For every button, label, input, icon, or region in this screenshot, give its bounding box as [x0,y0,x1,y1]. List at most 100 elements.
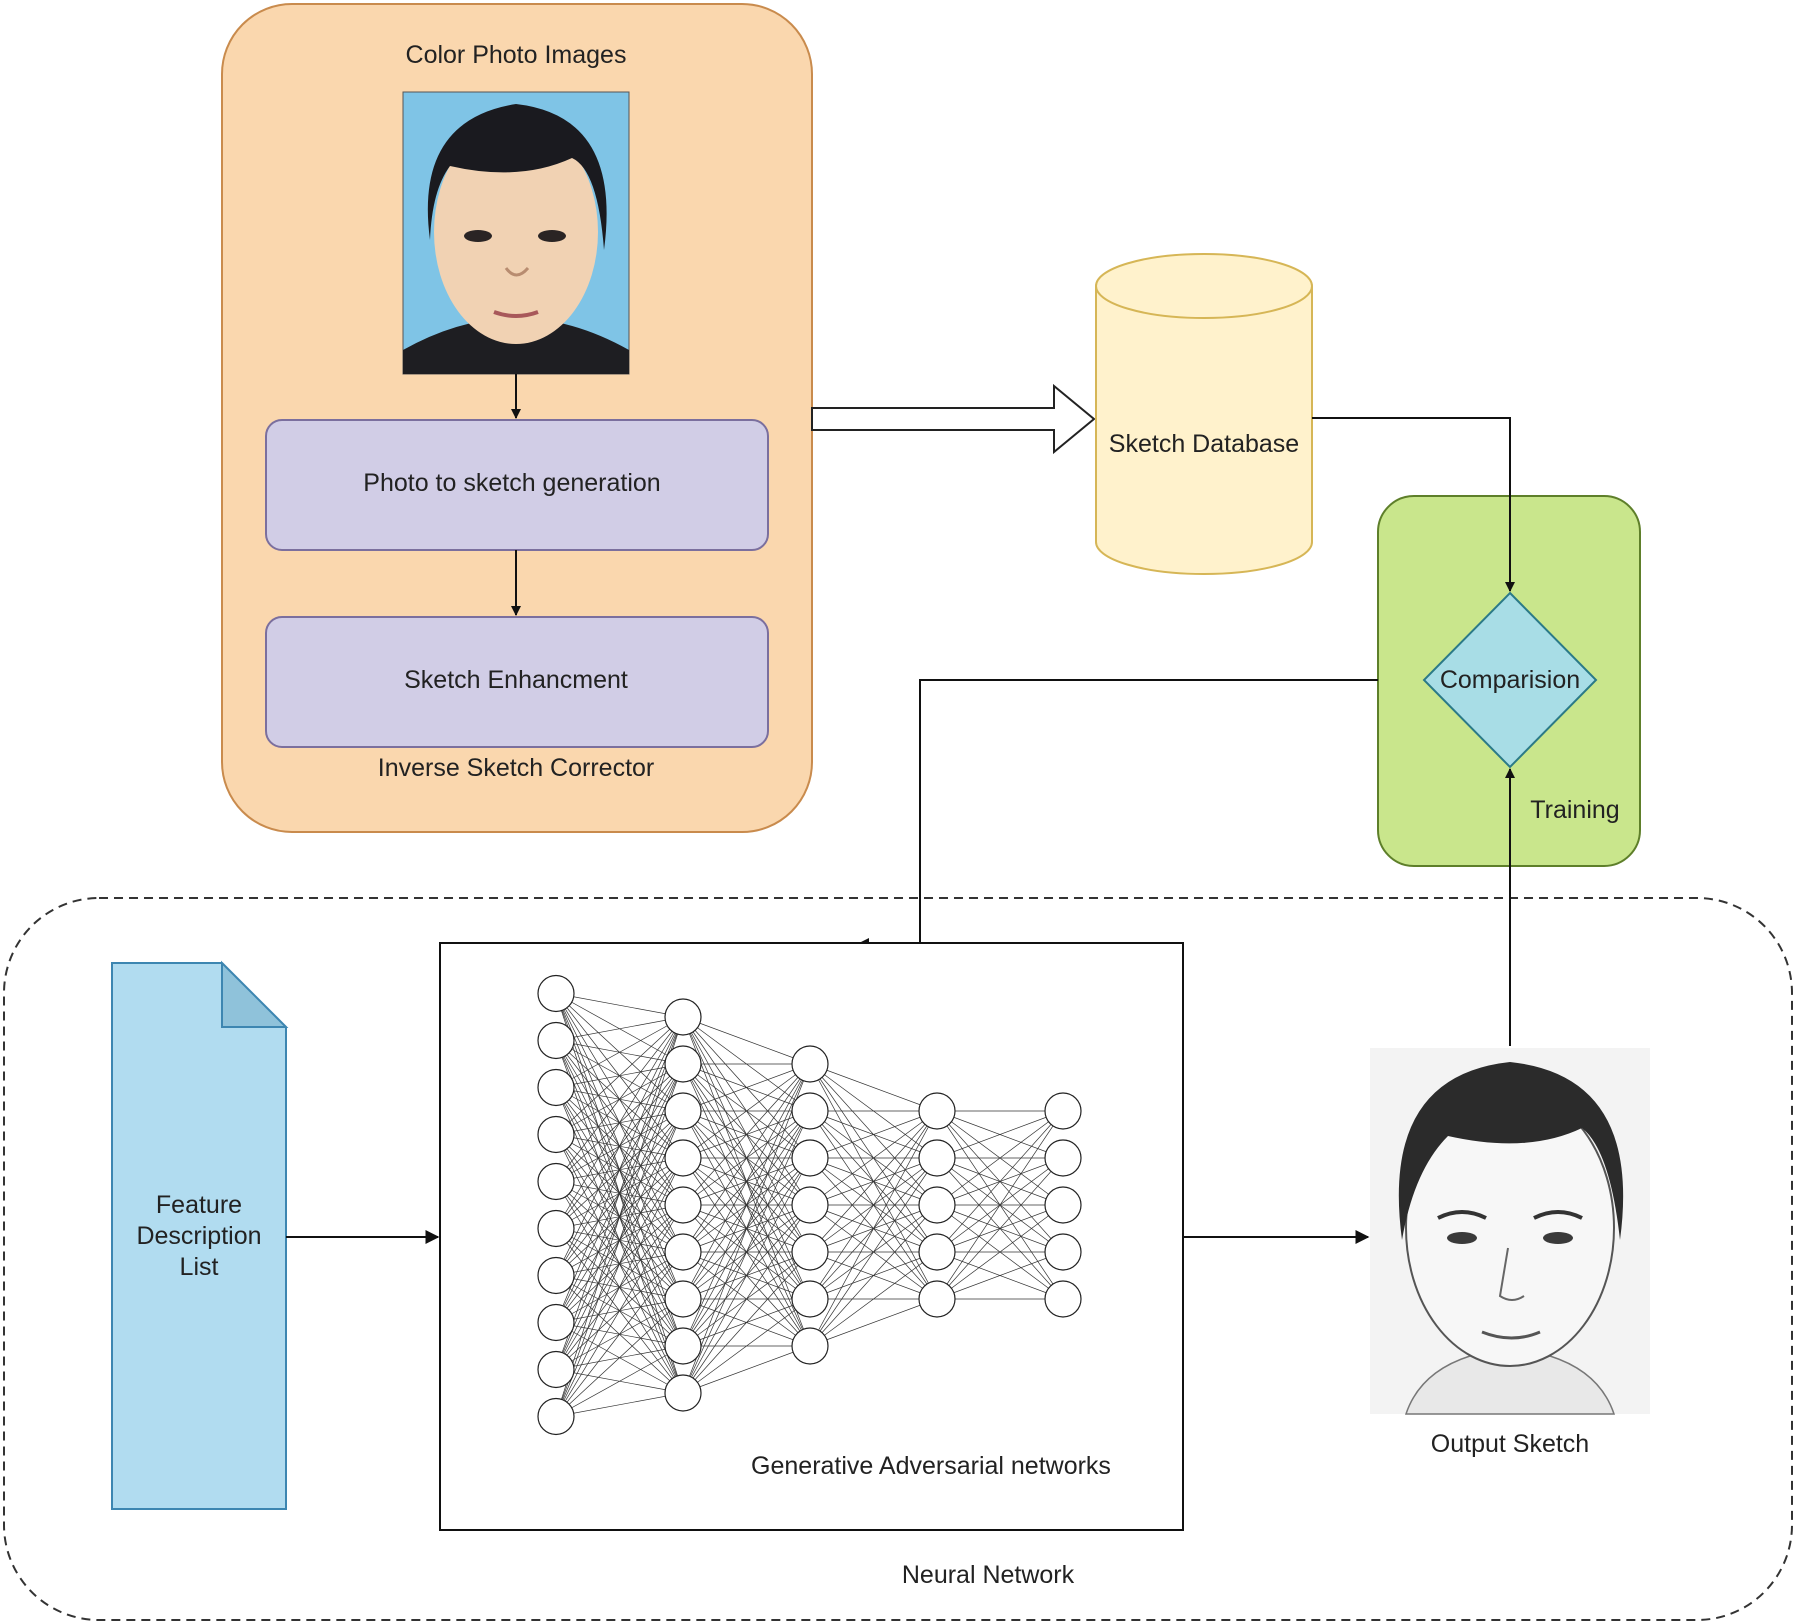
network-connection [936,1110,1064,1253]
network-connection [555,1016,684,1276]
network-connection [555,1016,684,1370]
network-node-l2-n7 [664,1280,702,1318]
feature-description-document [111,962,287,1510]
network-node-l2-n5 [664,1186,702,1224]
network-connection [555,1110,684,1417]
network-node-l5-n5 [1044,1280,1082,1318]
sketch-database-label: Sketch Database [1109,430,1299,458]
network-connection [682,1063,811,1300]
network-connection [682,1204,811,1394]
photo-to-sketch-label: Photo to sketch generation [363,469,660,497]
network-connection [682,1345,811,1394]
network-connection [555,1157,684,1417]
network-connection [555,1016,684,1041]
output-sketch-caption: Output Sketch [1431,1430,1589,1458]
network-connection [936,1157,1064,1300]
network-node-l3-n6 [791,1280,829,1318]
feature-description-line-1: Feature [156,1191,242,1219]
comparison-decision [1422,591,1598,769]
network-connection [809,1110,938,1206]
network-connection [809,1204,938,1347]
input-panel-title: Color Photo Images [406,41,627,69]
document-fold-corner [221,960,289,1028]
network-node-l1-n7 [537,1256,575,1295]
network-node-l2-n9 [664,1374,702,1412]
network-connection [809,1110,938,1347]
network-connection [682,1063,811,1206]
network-connection [555,993,684,1018]
network-node-l5-n3 [1044,1186,1082,1224]
network-node-l4-n1 [918,1092,956,1130]
network-node-l1-n2 [537,1021,575,1060]
network-connection [682,1251,811,1394]
database-to-comparison-arrow [1312,417,1515,592]
network-connection [809,1110,938,1253]
network-connection [936,1110,1064,1300]
comparison-label: Comparision [1440,666,1580,694]
network-node-l1-n10 [537,1397,575,1436]
network-node-l1-n8 [537,1303,575,1342]
network-connection [809,1110,938,1300]
network-connection [555,1016,684,1323]
network-connection [682,1157,811,1394]
network-connection [555,1063,684,1417]
network-node-l1-n6 [537,1209,575,1248]
network-connection [555,1298,684,1417]
network-node-l1-n1 [537,974,575,1013]
network-connection [936,1110,1064,1206]
network-connection [555,1392,684,1417]
network-connection [682,1063,811,1253]
to-database-block-arrow [811,383,1096,455]
feature-description-line-2: Description [136,1222,261,1250]
network-node-l5-n1 [1044,1092,1082,1130]
network-node-l4-n3 [918,1186,956,1224]
sketch-database [1095,253,1313,575]
neural-network-container [3,897,1793,1621]
network-node-l2-n4 [664,1139,702,1177]
color-photo-image [402,91,630,375]
network-connection [555,1204,684,1417]
inverse-sketch-corrector-caption: Inverse Sketch Corrector [378,754,655,782]
sketch-enhancement-step [265,616,769,748]
gan-network-graphic [537,974,1082,1436]
network-connection [809,1298,938,1347]
network-node-l1-n5 [537,1162,575,1201]
network-node-l1-n4 [537,1115,575,1154]
network-node-l5-n4 [1044,1233,1082,1271]
network-connection [555,1016,684,1229]
gan-caption: Generative Adversarial networks [751,1452,1111,1480]
network-connection [809,1110,938,1159]
network-connection [682,1063,811,1159]
network-node-l3-n1 [791,1045,829,1083]
network-node-l3-n3 [791,1139,829,1177]
network-node-l4-n2 [918,1139,956,1177]
network-node-l5-n2 [1044,1139,1082,1177]
network-connection [682,1110,811,1394]
network-connection [682,1016,811,1065]
network-connection [555,1016,684,1135]
sketch-enhancement-label: Sketch Enhancment [404,666,628,694]
network-node-l2-n6 [664,1233,702,1271]
network-node-l2-n2 [664,1045,702,1083]
network-node-l4-n4 [918,1233,956,1271]
network-node-l2-n8 [664,1327,702,1365]
network-node-l1-n3 [537,1068,575,1107]
network-connection [682,1063,811,1347]
network-connection [936,1251,1064,1300]
network-node-l4-n5 [918,1280,956,1318]
network-node-l3-n5 [791,1233,829,1271]
network-connection [555,1016,684,1182]
feature-description-line-3: List [180,1253,219,1281]
network-connection [555,1016,684,1417]
network-node-l2-n3 [664,1092,702,1130]
network-node-l3-n2 [791,1092,829,1130]
neural-network-caption: Neural Network [902,1561,1075,1589]
network-connection [682,1298,811,1394]
network-connection [809,1157,938,1347]
network-node-l1-n9 [537,1350,575,1389]
network-connection [555,1251,684,1417]
network-connection [682,1063,811,1112]
network-connection [936,1204,1064,1300]
training-caption: Training [1530,796,1619,824]
